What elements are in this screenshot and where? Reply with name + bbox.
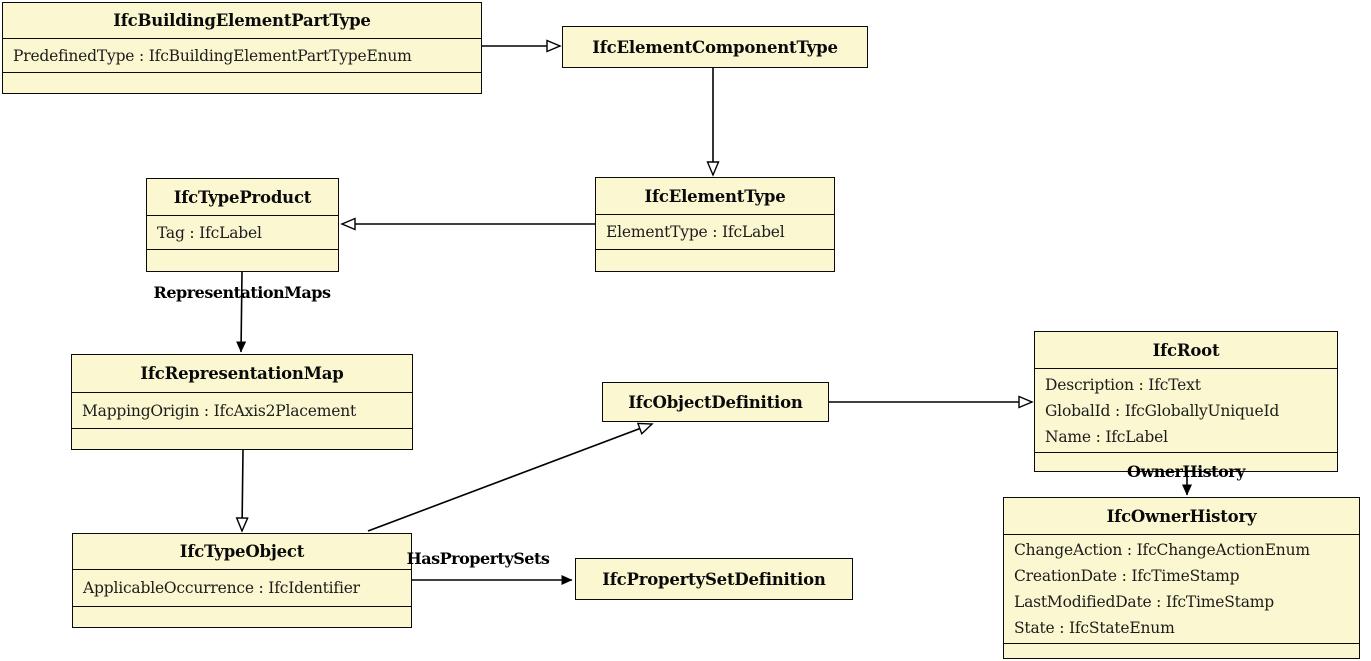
class-title: IfcElementComponentType [592,37,838,57]
class-title: IfcRepresentationMap [140,364,344,383]
class-attributes: Description : IfcText GlobalId : IfcGlob… [1035,368,1337,452]
class-title: IfcPropertySetDefinition [602,569,826,589]
class-title: IfcRoot [1152,340,1220,360]
class-ifc-type-object: IfcTypeObject ApplicableOccurrence : Ifc… [72,533,412,628]
class-operations-empty [73,606,411,627]
attribute: ElementType : IfcLabel [606,223,785,241]
class-ifc-element-type: IfcElementType ElementType : IfcLabel [595,177,835,272]
class-attributes: ElementType : IfcLabel [596,214,834,249]
class-title: IfcOwnerHistory [1106,506,1257,526]
edge-representation-maps [236,271,247,353]
attribute: State : IfcStateEnum [1014,619,1175,637]
attribute: Description : IfcText [1045,375,1201,394]
class-operations-empty [596,249,834,271]
class-attributes: Tag : IfcLabel [147,215,338,249]
class-title: IfcElementType [644,186,786,206]
class-operations-empty [1004,643,1359,660]
class-ifc-root: IfcRoot Description : IfcText GlobalId :… [1034,331,1338,472]
edge-label-has-property-sets: HasPropertySets [406,549,550,568]
edge-label-owner-history: OwnerHistory [1127,462,1245,481]
edge-label-representation-maps: RepresentationMaps [153,283,331,302]
attribute: Name : IfcLabel [1045,427,1168,446]
class-ifc-representation-map: IfcRepresentationMap MappingOrigin : Ifc… [71,354,413,450]
edge-typeobject-to-objectdefinition-generalization [367,424,652,532]
class-ifc-type-product: IfcTypeProduct Tag : IfcLabel [146,178,339,272]
class-operations-empty [72,428,412,449]
attribute: Tag : IfcLabel [157,223,262,242]
class-title: IfcBuildingElementPartType [113,11,371,30]
class-ifc-building-element-part-type: IfcBuildingElementPartType PredefinedTyp… [2,2,482,94]
class-title: IfcObjectDefinition [628,392,803,412]
class-operations-empty [3,72,481,93]
attribute: PredefinedType : IfcBuildingElementPartT… [13,46,412,65]
class-title: IfcTypeProduct [173,187,312,207]
attribute: ChangeAction : IfcChangeActionEnum [1014,541,1310,559]
attribute: CreationDate : IfcTimeStamp [1014,567,1240,585]
class-ifc-object-definition: IfcObjectDefinition [602,382,829,422]
attribute: GlobalId : IfcGloballyUniqueId [1045,401,1280,420]
class-attributes: ApplicableOccurrence : IfcIdentifier [73,569,411,606]
class-title: IfcTypeObject [179,542,305,561]
edge-typeproduct-to-typeobject-generalization [242,449,243,531]
class-ifc-property-set-definition: IfcPropertySetDefinition [575,558,853,600]
attribute: ApplicableOccurrence : IfcIdentifier [83,579,360,597]
class-operations-empty [147,249,338,271]
class-operations-empty [1035,452,1337,471]
class-attributes: ChangeAction : IfcChangeActionEnum Creat… [1004,534,1359,643]
class-attributes: PredefinedType : IfcBuildingElementPartT… [3,38,481,72]
class-attributes: MappingOrigin : IfcAxis2Placement [72,392,412,428]
attribute: MappingOrigin : IfcAxis2Placement [82,401,357,420]
attribute: LastModifiedDate : IfcTimeStamp [1014,593,1274,611]
class-ifc-element-component-type: IfcElementComponentType [562,26,868,68]
class-ifc-owner-history: IfcOwnerHistory ChangeAction : IfcChange… [1003,497,1360,659]
